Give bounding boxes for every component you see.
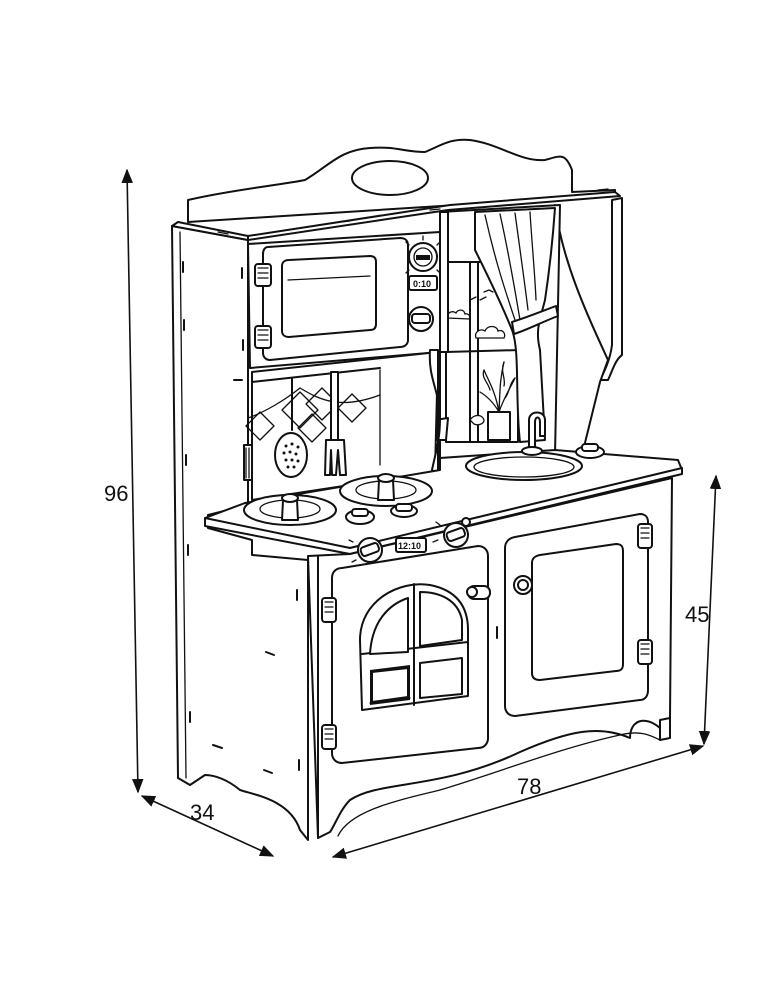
plant-pot xyxy=(487,411,511,441)
oven-control-panel: 12:10 xyxy=(348,517,471,563)
fork-icon xyxy=(324,371,347,476)
depth-dimension-line xyxy=(140,795,275,857)
cupboard-door[interactable] xyxy=(504,513,649,717)
microwave-hinge-bottom xyxy=(254,325,272,349)
cupboard-window xyxy=(531,543,624,681)
backsplash xyxy=(243,349,441,501)
width-label: 78 xyxy=(517,774,541,799)
width-dimension-line xyxy=(331,744,705,859)
cupboard-hinge-top xyxy=(637,523,653,549)
stove-knob-left[interactable] xyxy=(345,508,375,525)
microwave-display xyxy=(408,275,438,291)
oven-knob-right[interactable] xyxy=(432,521,469,548)
height-total-dimension-line xyxy=(121,168,144,794)
plant-icon xyxy=(479,361,516,413)
oven-handle[interactable] xyxy=(466,585,491,600)
cloud-icon xyxy=(474,325,506,339)
oven-display-text: 12:10 xyxy=(398,541,421,551)
curtain xyxy=(474,207,559,443)
microwave-display-text: 0:10 xyxy=(413,279,431,289)
curtain-tieback xyxy=(511,305,559,335)
lower-cabinet: 12:10 xyxy=(307,477,673,839)
countertop xyxy=(204,411,683,555)
sink-tap-handle[interactable] xyxy=(575,443,605,459)
brush-icon xyxy=(243,444,253,481)
sink-basin xyxy=(465,451,583,481)
oven-door[interactable] xyxy=(331,545,489,764)
slotted-spoon-icon xyxy=(274,377,308,478)
depth-label: 34 xyxy=(190,800,214,825)
microwave-hinge-top xyxy=(254,263,272,287)
oven-display xyxy=(395,537,427,553)
microwave-knob[interactable] xyxy=(408,306,434,332)
stove xyxy=(243,473,433,526)
dimension-lines xyxy=(121,168,722,859)
height-counter-label: 45 xyxy=(685,602,709,627)
cupboard-handle[interactable] xyxy=(513,575,533,595)
bird-icon xyxy=(469,414,485,426)
shelf-handle-hole xyxy=(351,160,429,196)
oven-knob-left[interactable] xyxy=(348,537,383,563)
height-counter-dimension-line xyxy=(698,474,722,746)
microwave-timer-dial[interactable] xyxy=(405,235,441,274)
oven-hinge-top xyxy=(321,597,337,623)
cupboard-hinge-bottom xyxy=(637,639,653,665)
microwave: 0:10 xyxy=(247,211,449,369)
height-total-label: 96 xyxy=(104,481,128,506)
top-shelf xyxy=(171,138,621,245)
oven-hinge-bottom xyxy=(321,724,337,750)
faucet-icon xyxy=(521,411,546,456)
stove-knob-right[interactable] xyxy=(390,503,418,518)
microwave-window xyxy=(281,255,377,338)
right-upper-panel xyxy=(554,197,623,461)
left-side-panel xyxy=(171,225,309,841)
